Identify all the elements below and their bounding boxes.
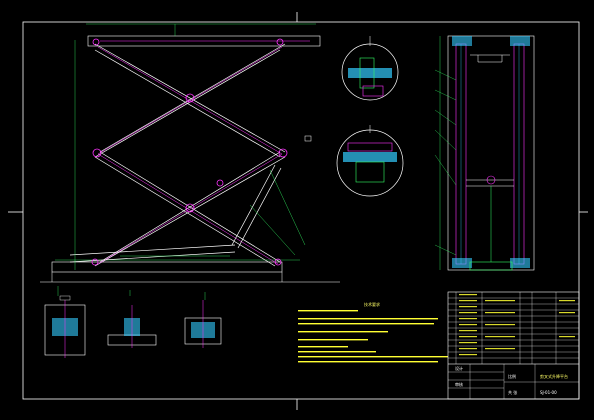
- detail-view-lower: [336, 125, 404, 197]
- drawing-title: 剪叉式升降平台: [540, 373, 568, 379]
- scissor-lift-main-view: [40, 23, 340, 300]
- part-detail-2: [107, 305, 157, 348]
- scale-label: 比例: [508, 373, 516, 379]
- technical-notes: 技术要求: [298, 301, 448, 363]
- sheet-label: 共 张: [508, 389, 517, 395]
- drawing-number: SJ-01-00: [540, 390, 557, 395]
- platform-top: [87, 35, 321, 47]
- part-detail-1: [44, 295, 86, 358]
- design-label: 设计: [455, 365, 463, 371]
- base-frame: [51, 261, 283, 273]
- title-block: 设计 审核 比例 剪叉式升降平台 共 张 SJ-01-00: [447, 291, 580, 400]
- detail-view-upper: [341, 36, 399, 101]
- side-view: [434, 35, 535, 271]
- check-label: 审核: [455, 381, 463, 387]
- outer-frame: [22, 21, 580, 400]
- part-detail-3: [184, 300, 222, 348]
- notes-title: 技术要求: [364, 301, 380, 307]
